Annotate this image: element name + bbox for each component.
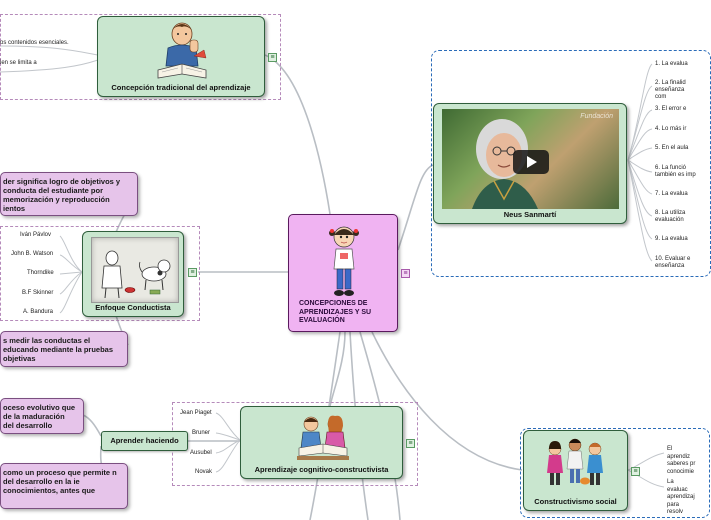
video-thumbnail[interactable]: Fundación <box>442 109 619 209</box>
sanmarti-item-text: 6. La funció también es imp <box>655 165 696 178</box>
social-item: El aprendiz saberes pr conocimie <box>667 446 696 475</box>
author-label: Iván Pávlov <box>20 232 52 238</box>
aprender-haciendo-label: Aprender haciendo <box>110 436 179 445</box>
conductista-title: Enfoque Conductista <box>95 303 171 312</box>
expand-icon[interactable]: ≡ <box>631 467 640 476</box>
central-node[interactable]: CONCEPCIONES DE APRENDIZAJES Y SU EVALUA… <box>288 214 398 332</box>
aprender-haciendo-node[interactable]: Aprender haciendo <box>101 431 188 451</box>
conductista-node[interactable]: Enfoque Conductista <box>82 231 184 317</box>
sanmarti-item: 3. El error e <box>655 106 687 112</box>
tradicional-item: ien se limita a <box>0 60 37 66</box>
sanmarti-item: 10. Evaluar e enseñanza <box>655 256 697 270</box>
conductista-note-bottom[interactable]: s medir las conductas el educando median… <box>0 331 128 367</box>
author-label: Novak <box>195 469 213 475</box>
conductista-note-top[interactable]: der significa logro de objetivos y condu… <box>0 172 138 216</box>
social-item-text: La evaluac aprendizaj para resolv <box>667 479 695 515</box>
social-node[interactable]: Constructivismo social <box>523 430 628 511</box>
social-group-frame <box>520 428 710 518</box>
sanmarti-item-text: 10. Evaluar e enseñanza <box>655 256 691 269</box>
expand-icon[interactable]: ≡ <box>268 53 277 62</box>
play-button[interactable] <box>513 150 549 174</box>
children-reading-illustration <box>297 415 349 460</box>
sanmarti-item: 1. La evalua <box>655 61 688 67</box>
conductista-illustration-frame <box>91 237 179 303</box>
sanmarti-item: 2. La finalid enseñanza com <box>655 80 697 100</box>
sanmarti-node[interactable]: Fundación Neus Sanmartí <box>433 103 627 224</box>
sanmarti-item-text: 8. La utiliza evaluación <box>655 210 686 223</box>
author-label: Thorndike <box>27 270 54 276</box>
sanmarti-item: 5. En el aula <box>655 145 689 151</box>
author-label: John B. Watson <box>11 251 54 257</box>
video-watermark: Fundación <box>580 113 613 120</box>
cognitivo-node[interactable]: Aprendizaje cognitivo-constructivista <box>240 406 403 479</box>
author-label: A. Bandura <box>23 309 54 315</box>
student-reading-illustration <box>157 22 207 79</box>
children-group-illustration <box>547 438 603 485</box>
cognitivo-title: Aprendizaje cognitivo-constructivista <box>254 465 389 474</box>
sanmarti-item: 6. La funció también es imp <box>655 165 697 179</box>
sanmarti-title: Neus Sanmartí <box>503 210 557 219</box>
author-label: Bruner <box>192 430 211 436</box>
expand-icon[interactable]: ≡ <box>188 268 197 277</box>
tradicional-group-frame <box>0 14 281 100</box>
author-label: B.F Skinner <box>22 290 54 296</box>
tradicional-item: os contenidos esenciales. <box>0 40 69 46</box>
cognitivo-note-bottom[interactable]: como un proceso que permite n del desarr… <box>0 463 128 509</box>
sanmarti-item: 9. La evalua <box>655 236 688 242</box>
pavlov-dog-illustration <box>101 250 171 299</box>
play-icon <box>527 156 537 168</box>
girl-illustration <box>329 226 359 296</box>
author-label: Jean Piaget <box>180 410 212 416</box>
sanmarti-item: 8. La utiliza evaluación <box>655 210 697 224</box>
expand-icon[interactable]: ≡ <box>401 269 410 278</box>
central-title: CONCEPCIONES DE APRENDIZAJES Y SU EVALUA… <box>299 300 372 324</box>
social-item-text: El aprendiz saberes pr conocimie <box>667 446 696 475</box>
social-item: La evaluac aprendizaj para resolv <box>667 479 696 515</box>
social-title: Constructivismo social <box>534 497 617 506</box>
tradicional-node[interactable]: Concepción tradicional del aprendizaje <box>97 16 265 97</box>
expand-icon[interactable]: ≡ <box>406 439 415 448</box>
conductista-group-frame <box>0 226 200 321</box>
tradicional-title: Concepción tradicional del aprendizaje <box>111 83 251 92</box>
sanmarti-item: 4. Lo más ir <box>655 126 687 132</box>
sanmarti-item-text: 2. La finalid enseñanza com <box>655 80 686 100</box>
sanmarti-item: 7. La evalua <box>655 191 688 197</box>
author-label: Ausubel <box>190 450 212 456</box>
cognitivo-note-top[interactable]: oceso evolutivo que de la maduración del… <box>0 398 84 434</box>
